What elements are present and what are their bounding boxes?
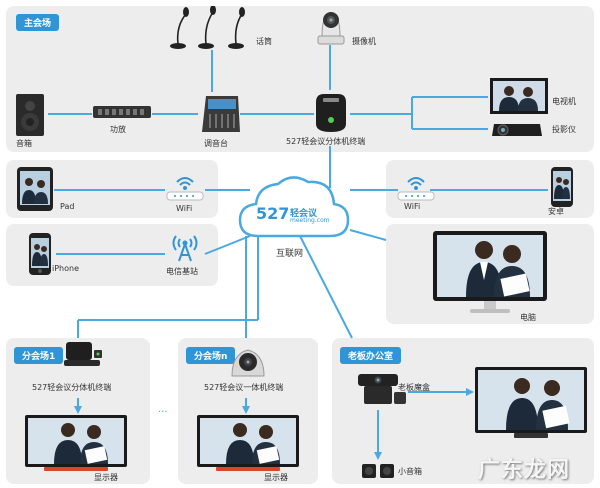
android-phone-icon (551, 167, 573, 207)
branch1-tag: 分会场1 (14, 347, 64, 364)
terminal-label: 527轻会议分体机终端 (286, 137, 366, 146)
branch-n-display-label: 显示器 (264, 473, 288, 482)
branch1-display-icon (25, 415, 127, 471)
computer-label: 电脑 (520, 313, 536, 322)
boss-box-label: 老板魔盒 (398, 383, 430, 392)
wifi-right-label: WiFi (404, 202, 421, 211)
boss-box-icon (358, 374, 406, 404)
cloud-logo-url: meeting.com (290, 217, 330, 224)
mixer-label: 调音台 (204, 139, 228, 148)
wifi-router-right-icon (397, 177, 435, 201)
iphone-icon (29, 233, 51, 275)
cloud-logo-text: 轻会议 (290, 209, 318, 219)
projector-icon (492, 124, 542, 136)
projector-label: 投影仪 (552, 125, 576, 134)
pad-label: Pad (60, 202, 75, 211)
tv-people-icon (499, 86, 538, 111)
cloud-icon (238, 176, 350, 238)
branch1-display-label: 显示器 (94, 473, 118, 482)
boss-display-icon (475, 367, 587, 438)
computer-monitor-icon (433, 231, 547, 313)
small-speaker-icon (362, 464, 394, 478)
speaker-icon (16, 94, 44, 136)
android-label: 安卓 (548, 207, 564, 216)
wifi-router-icon (166, 177, 204, 201)
tv-label: 电视机 (552, 97, 576, 106)
pad-icon (17, 167, 53, 211)
speaker-label: 音箱 (16, 139, 32, 148)
camera-icon (317, 12, 345, 45)
amp-label: 功放 (110, 125, 126, 134)
mic-label: 话筒 (256, 37, 272, 46)
small-speaker-label: 小音箱 (398, 467, 422, 476)
iphone-label: iPhone (52, 264, 80, 273)
amplifier-icon (93, 106, 151, 118)
branch-n-tag: 分会场n (186, 347, 236, 364)
ellipsis: ... (158, 404, 168, 415)
terminal-icon (316, 94, 346, 132)
branch-n-terminal-label: 527轻会议一体机终端 (204, 383, 284, 392)
boss-office-tag: 老板办公室 (340, 347, 402, 364)
internet-label: 互联网 (276, 249, 304, 259)
microphone-icon (170, 6, 245, 49)
base-station-label: 电信基站 (166, 267, 198, 276)
main-venue-tag: 主会场 (16, 14, 60, 31)
branch1-terminal-label: 527轻会议分体机终端 (32, 383, 112, 392)
watermark: 广东龙网 (477, 458, 570, 483)
camera-label: 摄像机 (352, 37, 376, 46)
cloud-logo-number: 527 (256, 204, 290, 223)
base-station-icon (172, 235, 198, 262)
wifi-left-label: WiFi (176, 204, 193, 213)
branch-n-camera-icon (231, 349, 265, 377)
mixer-icon (202, 96, 240, 132)
branch1-terminal-icon (64, 342, 102, 366)
branch-n-display-icon (197, 415, 299, 471)
